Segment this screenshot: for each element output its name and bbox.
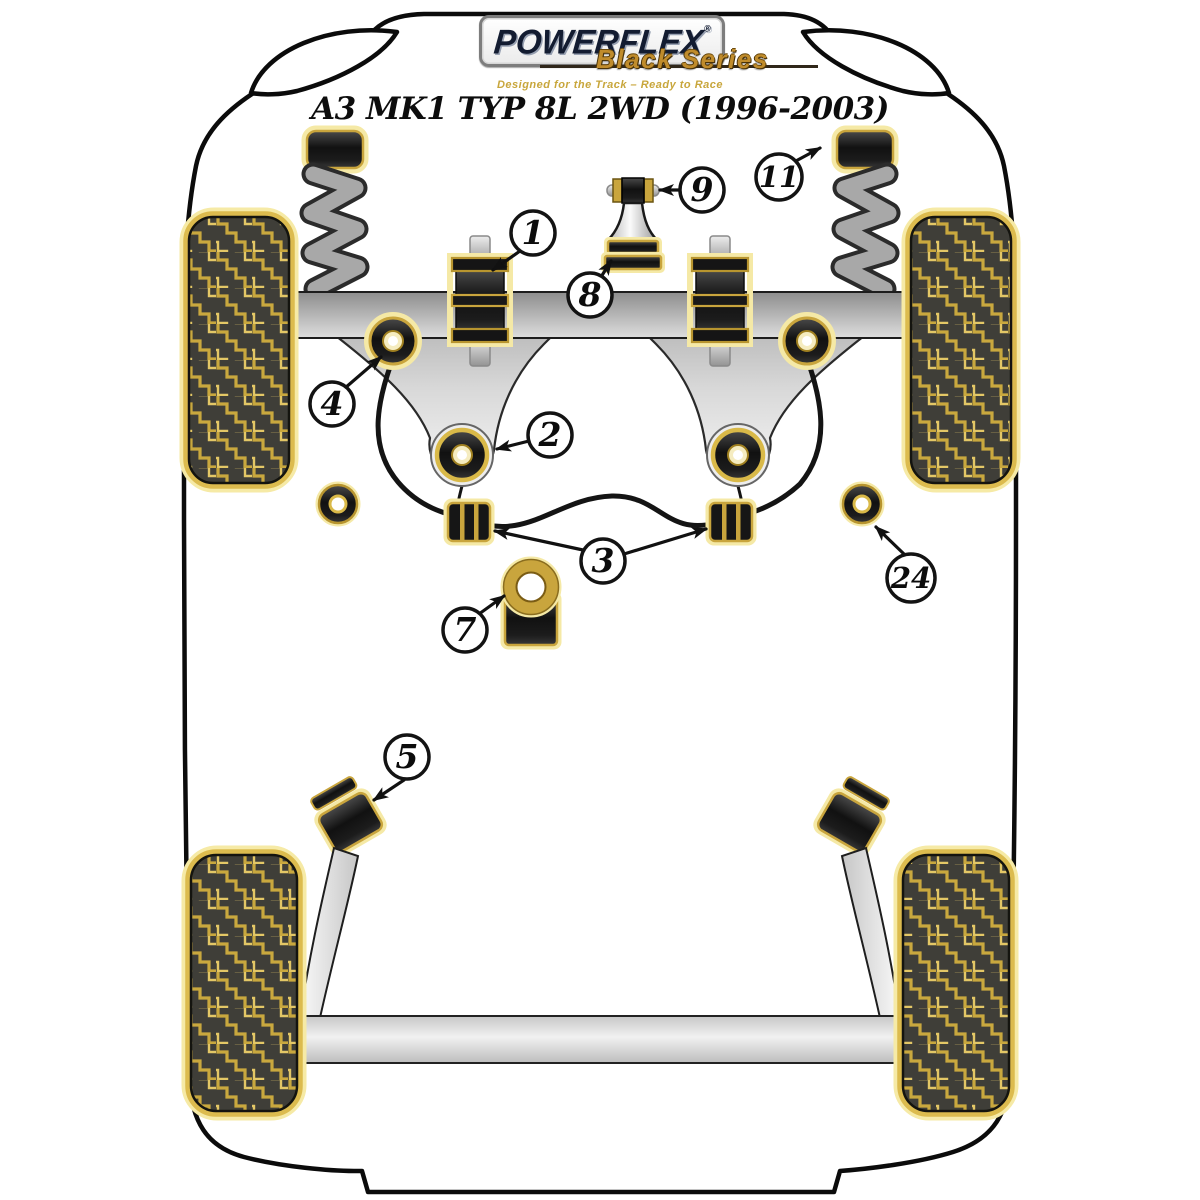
callout-1: 1 <box>491 209 557 272</box>
series-underline <box>540 65 818 68</box>
callout-7-number: 7 <box>454 610 477 649</box>
page-title: A3 MK1 TYP 8L 2WD (1996-2003) <box>311 91 889 127</box>
callout-11-number: 11 <box>759 160 799 194</box>
callout-7: 7 <box>441 594 506 654</box>
callout-9-number: 9 <box>691 170 714 209</box>
wishbone-rear-bush-left <box>430 423 494 487</box>
callout-8-number: 8 <box>578 275 602 314</box>
mount-lower-bush-lower <box>603 254 663 271</box>
trailing-arm-blade-right <box>840 846 903 1038</box>
spring-front-right <box>830 125 901 301</box>
wheel-front-right <box>901 207 1021 493</box>
arb-clamp-bush-right <box>705 498 757 546</box>
small-bush-left <box>315 481 361 527</box>
callout-3-number: 3 <box>592 541 615 580</box>
callout-2-number: 2 <box>538 415 562 454</box>
arb-clamp-bush-left <box>443 498 495 546</box>
trailing-arm-bush-left <box>310 776 387 857</box>
callout-5: 5 <box>372 733 431 802</box>
subframe-bush-right <box>687 235 753 367</box>
steering-rack-mount <box>500 556 562 650</box>
car-bumper-top-line <box>365 11 836 41</box>
engine-mount <box>601 177 665 273</box>
callout-5-number: 5 <box>396 737 419 776</box>
callout-11: 11 <box>754 146 822 202</box>
small-bush-right <box>839 481 885 527</box>
registered-mark-icon: ® <box>703 22 712 34</box>
callout-24-number: 24 <box>890 561 931 595</box>
wheel-front-left <box>179 207 299 493</box>
car-fender-left-shape <box>248 28 400 97</box>
callout-8: 8 <box>566 259 614 319</box>
wishbone-rear-bush-right <box>706 423 770 487</box>
callout-2: 2 <box>495 411 574 459</box>
logo-tagline: Designed for the Track – Ready to Race <box>496 79 724 91</box>
trailing-arm-blade-left <box>297 846 360 1038</box>
mount-top-bush <box>621 177 645 204</box>
callout-1-number: 1 <box>522 213 545 252</box>
mount-lower-bush-upper <box>606 239 660 255</box>
car-fender-right-shape <box>800 28 952 97</box>
subframe-bush-left <box>447 235 513 367</box>
spring-front-left <box>299 125 370 301</box>
callout-4-number: 4 <box>321 384 344 423</box>
wheel-rear-right <box>893 845 1019 1121</box>
callout-4: 4 <box>308 355 383 428</box>
callout-9: 9 <box>658 166 726 214</box>
powerflex-logo: POWERFLEX® <box>479 15 725 67</box>
callout-3: 3 <box>493 527 708 585</box>
wishbone-front-bush-left <box>364 312 422 370</box>
rear-axle-beam <box>299 1015 901 1064</box>
black-series-label: Black Series <box>596 44 769 74</box>
callout-24: 24 <box>874 525 937 604</box>
mount-cone <box>604 201 661 242</box>
anti-roll-bar <box>375 347 824 530</box>
wheel-rear-left <box>181 845 307 1121</box>
trailing-arm-bush-right <box>813 776 890 857</box>
wishbone-front-bush-right <box>778 312 836 370</box>
